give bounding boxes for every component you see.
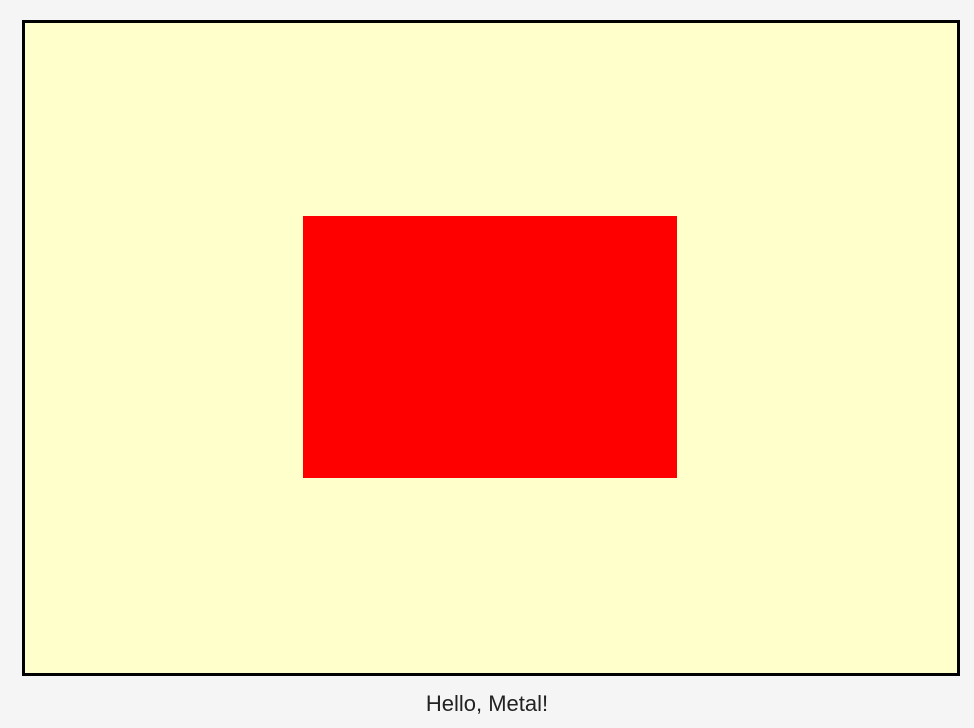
- hello-caption: Hello, Metal!: [425, 691, 549, 716]
- red-rectangle: [303, 216, 677, 478]
- metal-render-view: [22, 20, 960, 676]
